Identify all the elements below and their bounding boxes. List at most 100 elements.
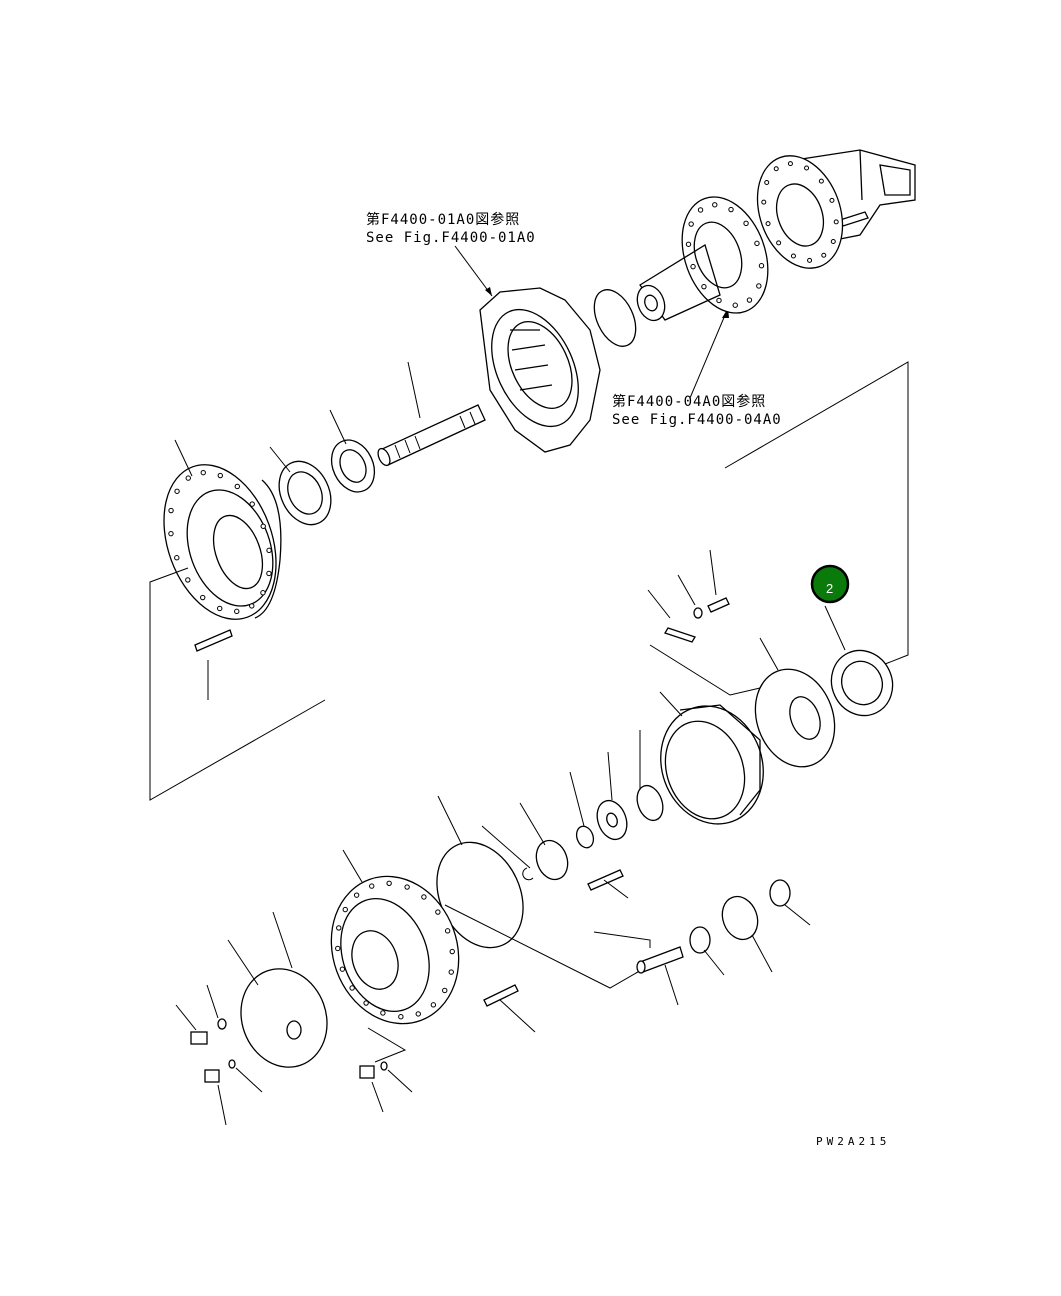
bearing-upper [269, 446, 332, 526]
reference-jp-mid: 第F4400-04A0図参照 [612, 393, 766, 410]
bolt-hole [776, 240, 782, 246]
planet-gear-lower [689, 879, 811, 976]
bolt-hole [174, 555, 180, 561]
planetary-cover [330, 849, 651, 1025]
bolt-hole [249, 501, 255, 507]
bolt-hole [448, 969, 454, 975]
bolt-hole [830, 238, 836, 244]
bolt-hole [690, 263, 696, 270]
callout-2-circle [810, 564, 850, 604]
bolt-hole [349, 985, 355, 991]
bolt-hole [266, 570, 272, 577]
bolt-center [587, 869, 629, 899]
reference-jp-top: 第F4400-01A0図参照 [366, 211, 520, 228]
bolt-hole [807, 257, 813, 263]
hub-flange [163, 439, 282, 620]
bolt-hole [234, 483, 240, 490]
reference-en-mid: See Fig.F4400-04A0 [612, 412, 782, 428]
bolt-hole [688, 221, 694, 227]
bolt-hole [701, 283, 707, 290]
assembly-frame-lines [149, 361, 909, 801]
bolt-hole [743, 220, 749, 227]
bolt-hole [818, 178, 824, 184]
o-ring-top [593, 289, 637, 347]
bolt-hole [380, 1010, 386, 1016]
callout-2-number: 2 [826, 581, 833, 596]
callout-2[interactable]: 2 [810, 564, 850, 604]
reference-en-top: See Fig.F4400-01A0 [366, 230, 536, 246]
bolt-hole [174, 488, 180, 494]
bolt-hole [415, 1011, 421, 1017]
bolt-hole [421, 894, 427, 900]
bolt-hole [697, 207, 704, 213]
reference-leader-mid [689, 307, 729, 399]
reference-leader-top [454, 245, 493, 297]
lock-plate-hardware [647, 549, 730, 643]
reference-arrow-top [485, 287, 492, 296]
planet-pin [593, 931, 684, 1006]
bolt-hole [716, 297, 722, 304]
drawing-code: PW2A215 [816, 1135, 890, 1148]
bolt-hole [234, 608, 240, 615]
bolt-hole [728, 206, 734, 213]
bolt-hole [449, 948, 455, 955]
bearing-right [824, 605, 894, 717]
bolt-hole [833, 219, 839, 225]
ring-gear [659, 691, 764, 825]
bolt-hole [712, 202, 718, 208]
axle-housing [756, 149, 916, 269]
bolt-hole [773, 166, 779, 172]
bolt-hole [185, 577, 191, 583]
reference-label-top: 第F4400-01A0図参照 See Fig.F4400-01A0 [366, 211, 536, 297]
bolt-hole [754, 240, 760, 247]
bolt-hole [765, 221, 771, 227]
bolt-hole [764, 180, 770, 186]
bolt-hole [756, 283, 762, 289]
bolt-hole [444, 928, 451, 934]
bolt-hole [430, 1002, 437, 1008]
bolt-hole [168, 530, 174, 537]
bolt-hole [249, 603, 255, 609]
bolt-hole [829, 197, 835, 203]
bolt-hole [353, 892, 360, 898]
bolt-hole [200, 469, 206, 476]
bolt-hole [790, 253, 796, 259]
bolt-hole [217, 472, 223, 479]
bolt-hole [185, 475, 191, 481]
fastener-group-left [175, 984, 413, 1126]
bolt-hole [260, 523, 266, 529]
bolt-hole [266, 547, 272, 554]
bolt-hole [746, 297, 753, 303]
bolt-hole [404, 884, 410, 890]
bolt-hole [804, 165, 810, 171]
bolt-hole [442, 987, 448, 994]
bolt-hole [685, 241, 692, 247]
bolt-hole [732, 302, 738, 308]
reference-label-mid: 第F4400-04A0図参照 See Fig.F4400-04A0 [612, 307, 782, 428]
bolt-hole [336, 925, 342, 931]
bolt-hole [758, 263, 765, 269]
bolt-hole [260, 590, 266, 596]
bolt-hole [200, 594, 206, 601]
bolt-hole [435, 909, 441, 915]
bolt-hole [369, 883, 375, 889]
bolt-hole [363, 1000, 369, 1006]
planet-gear-set [481, 730, 664, 881]
shaft [377, 361, 486, 467]
seal-upper [329, 409, 376, 493]
o-ring-large-leader [437, 795, 463, 846]
bolt-hole [217, 605, 223, 612]
bolt-hole [168, 507, 174, 514]
stud-bolt [194, 629, 233, 700]
bolt-hole [386, 880, 392, 887]
bolt-hole [339, 966, 346, 972]
bolt-hole [821, 252, 827, 258]
carrier [754, 637, 836, 768]
spindle [636, 196, 769, 322]
bolt-hole [787, 161, 793, 167]
bolt-hole [342, 906, 348, 913]
end-cap [227, 911, 328, 1068]
bolt-hole [761, 199, 767, 205]
